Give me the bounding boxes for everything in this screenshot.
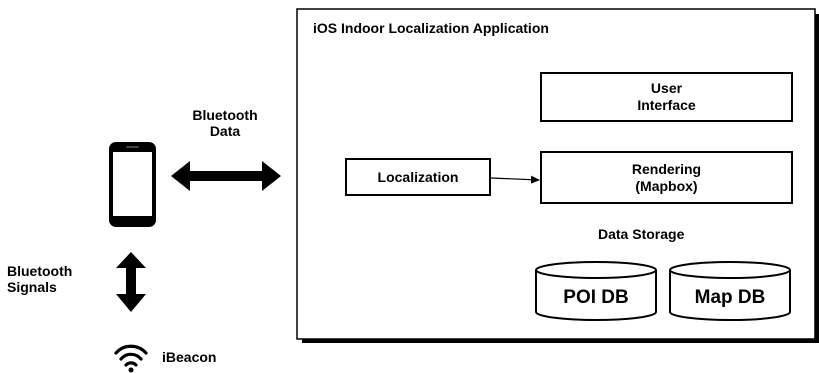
bluetooth-signals-line2: Signals: [7, 279, 57, 296]
bluetooth-signals-label: Bluetooth Signals: [7, 263, 72, 295]
user-interface-box: User Interface: [540, 72, 793, 122]
ibeacon-label: iBeacon: [162, 349, 217, 365]
app-title: iOS Indoor Localization Application: [313, 20, 549, 36]
rendering-box: Rendering (Mapbox): [540, 151, 793, 204]
localization-to-rendering-arrow: [490, 175, 540, 184]
user-interface-label-line2: Interface: [637, 97, 696, 113]
user-interface-label-line1: User: [650, 80, 683, 97]
bluetooth-data-line1: Bluetooth: [192, 107, 258, 123]
data-storage-label: Data Storage: [598, 226, 685, 242]
smartphone-icon: [109, 142, 156, 227]
bluetooth-data-arrow: [171, 161, 281, 191]
poi-db-cylinder: [535, 261, 657, 321]
localization-box: Localization: [345, 158, 491, 196]
bluetooth-signals-line1: Bluetooth: [7, 263, 73, 279]
bluetooth-data-line2: Data: [209, 123, 241, 140]
wifi-signal-icon: [114, 344, 148, 373]
bluetooth-data-label: Bluetooth Data: [175, 107, 275, 139]
bluetooth-signals-arrow: [116, 252, 146, 312]
map-db-cylinder: [669, 261, 791, 321]
map-db-label: Map DB: [694, 287, 766, 308]
rendering-label-line2: (Mapbox): [635, 177, 698, 194]
poi-db-label: POI DB: [563, 287, 629, 308]
rendering-label-line1: Rendering: [631, 160, 702, 177]
